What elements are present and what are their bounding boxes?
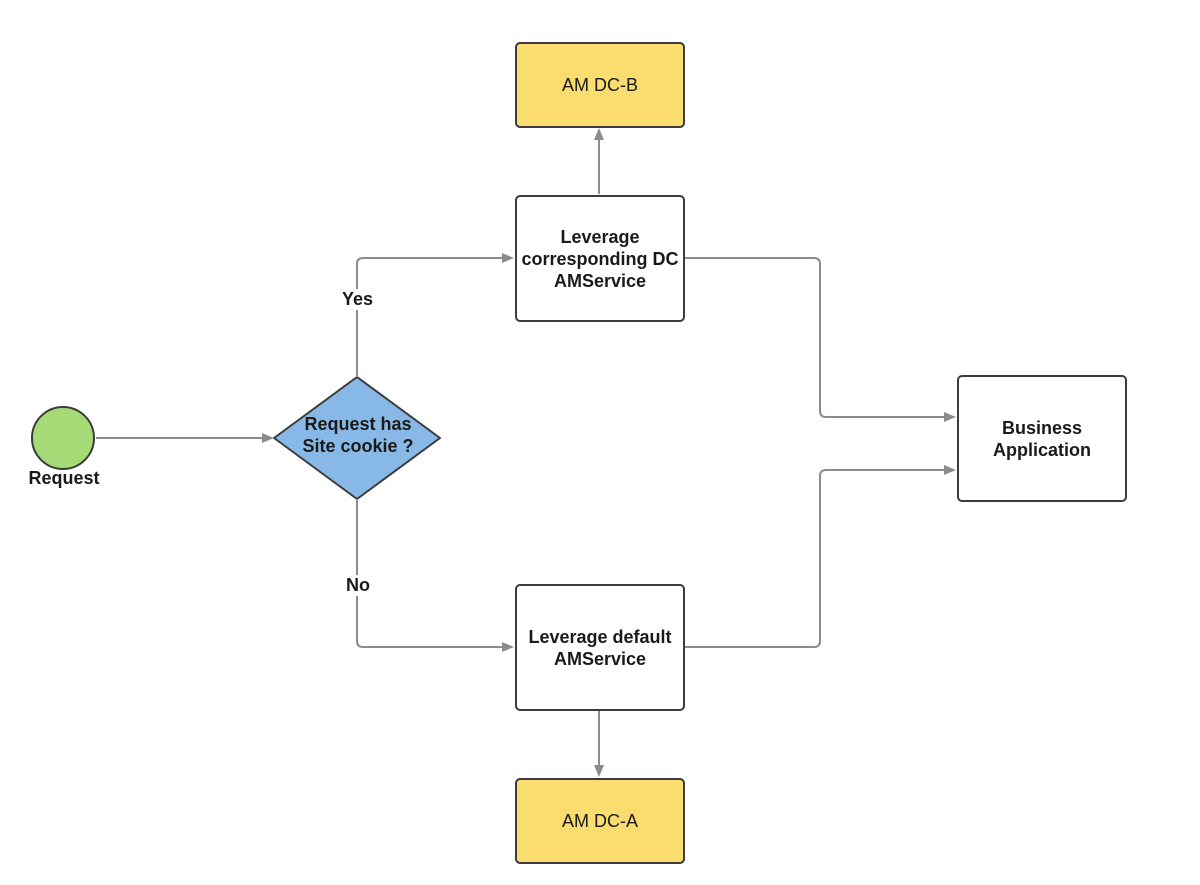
am-dc-a-label: AM DC-A <box>562 811 638 831</box>
leverage-corresponding-node[interactable]: Leverage corresponding DC AMService <box>515 195 685 322</box>
edge-decision-yes <box>356 253 514 377</box>
am-dc-b-node[interactable]: AM DC-B <box>515 42 685 128</box>
yes-edge-label: Yes <box>340 289 376 310</box>
business-application-label: Business Application <box>993 417 1091 460</box>
leverage-corresponding-label: Leverage corresponding DC AMService <box>521 226 679 291</box>
leverage-default-node[interactable]: Leverage default AMService <box>515 584 685 711</box>
business-application-node[interactable]: Business Application <box>957 375 1127 502</box>
am-dc-a-node[interactable]: AM DC-A <box>515 778 685 864</box>
am-dc-b-label: AM DC-B <box>562 75 638 95</box>
decision-label: Request has Site cookie ? <box>302 414 414 456</box>
request-start-node[interactable] <box>31 406 95 470</box>
no-edge-label: No <box>344 575 372 596</box>
edge-corresponding-to-business <box>685 257 956 422</box>
edge-default-to-business <box>685 465 956 648</box>
request-start-label: Request <box>28 468 100 488</box>
leverage-default-label: Leverage default AMService <box>528 626 672 669</box>
edge-decision-no <box>356 499 514 652</box>
